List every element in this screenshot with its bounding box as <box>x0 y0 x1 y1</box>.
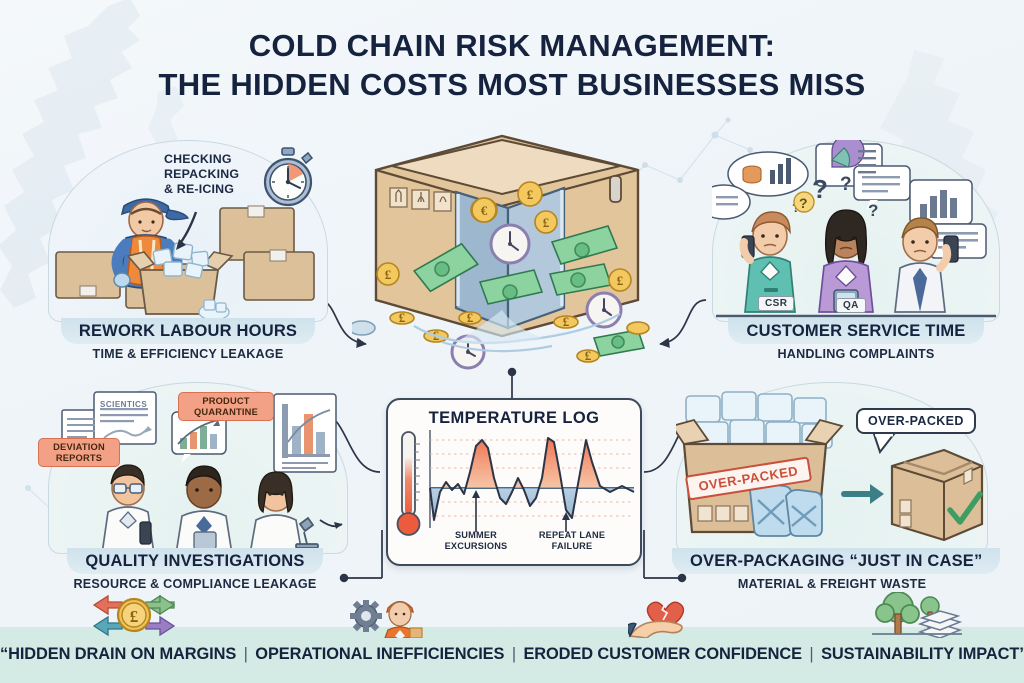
bubble-over-packed-label: OVER-PACKED <box>868 414 964 428</box>
badge-qa: QA <box>836 298 866 313</box>
center-illustration: €££ ££ £££ ££ <box>348 122 662 372</box>
customer-service-scene-illustration: ? ? ? ? ? <box>712 140 996 318</box>
caption-rework-labour-hours: REWORK LABOUR HOURS TIME & EFFICIENCY LE… <box>48 318 328 361</box>
panel-customer-service-time: ? ? ? ? ? <box>712 140 1000 322</box>
bubble-tail-icon <box>872 434 896 454</box>
pound-coin-arrows-icon: £ <box>88 592 176 637</box>
banner-item-3: ERODED CUSTOMER CONFIDENCE <box>523 645 802 663</box>
rework-scene-illustration <box>55 198 315 321</box>
svg-text:?: ? <box>799 195 808 211</box>
temperature-log-chart <box>396 430 635 536</box>
rework-callout-line-2: REPACKING <box>164 166 240 181</box>
caption-over-packaging: OVER-PACKAGING “JUST IN CASE” MATERIAL &… <box>672 548 1001 591</box>
title-line-1: COLD CHAIN RISK MANAGEMENT: <box>248 28 776 63</box>
caption-subheading: TIME & EFFICIENCY LEAKAGE <box>92 347 284 361</box>
banner-separator-2: | <box>511 645 516 663</box>
banner-item-2: OPERATIONAL INEFFICIENCIES <box>255 645 505 663</box>
panel-quality-investigations: DEVIATION REPORTS PRODUCT QUARANTINE SCI… <box>38 382 348 554</box>
panel-over-packaging: OVER-PACKED OVER-PACKED <box>676 382 988 554</box>
caption-heading: OVER-PACKAGING “JUST IN CASE” <box>672 548 1001 574</box>
svg-text:£: £ <box>617 273 624 288</box>
caption-heading: REWORK LABOUR HOURS <box>60 318 316 344</box>
svg-text:£: £ <box>399 310 406 325</box>
caption-quality-investigations: QUALITY INVESTIGATIONS RESOURCE & COMPLI… <box>40 548 350 591</box>
annotation-repeat-line-1: REPEAT LANE <box>538 530 606 540</box>
tag-product-quarantine-label: PRODUCT QUARANTINE <box>194 396 258 417</box>
banner-separator-3: | <box>809 645 814 663</box>
panel-rework-labour-hours: CHECKING REPACKING & RE-ICING <box>48 140 328 322</box>
tag-product-quarantine: PRODUCT QUARANTINE <box>178 392 274 422</box>
badge-csr: CSR <box>758 296 795 311</box>
banner-separator-1: | <box>243 645 248 663</box>
caption-heading: CUSTOMER SERVICE TIME <box>728 318 984 344</box>
svg-text:?: ? <box>840 174 852 195</box>
caption-heading: QUALITY INVESTIGATIONS <box>67 548 323 574</box>
worker-gear-icon <box>348 592 428 640</box>
broken-heart-hand-icon <box>625 592 708 639</box>
temperature-log-title: TEMPERATURE LOG <box>428 409 600 427</box>
svg-text:?: ? <box>812 174 828 204</box>
bottom-banner-background <box>0 627 1024 683</box>
thermometer-icon <box>396 431 421 536</box>
annotation-repeat-lane-failure: REPEAT LANE FAILURE <box>526 530 618 552</box>
banner-item-4: SUSTAINABILITY IMPACT” <box>821 645 1024 663</box>
svg-text:£: £ <box>527 187 534 202</box>
svg-text:?: ? <box>868 201 878 220</box>
document-title-label: SCIENTICS <box>100 400 148 409</box>
tag-deviation-reports-label: DEVIATION REPORTS <box>53 442 105 463</box>
bubble-over-packed: OVER-PACKED <box>856 408 976 434</box>
svg-text:£: £ <box>585 348 592 363</box>
annotation-summer-excursions: SUMMER EXCURSIONS <box>436 530 516 552</box>
annotation-summer-line-2: EXCURSIONS <box>444 540 508 551</box>
svg-text:£: £ <box>130 607 139 626</box>
tag-deviation-reports: DEVIATION REPORTS <box>38 438 120 468</box>
rework-callout-line-3: & RE-ICING <box>164 181 235 196</box>
stopwatch-icon <box>263 147 314 207</box>
annotation-summer-line-1: SUMMER <box>454 530 498 540</box>
rework-callout: CHECKING REPACKING & RE-ICING <box>164 152 239 197</box>
svg-text:£: £ <box>563 314 570 329</box>
caption-subheading: MATERIAL & FREIGHT WASTE <box>737 577 927 591</box>
caption-customer-service-time: CUSTOMER SERVICE TIME HANDLING COMPLAINT… <box>712 318 1000 361</box>
svg-text:€: € <box>481 203 488 218</box>
caption-subheading: HANDLING COMPLAINTS <box>777 347 935 361</box>
bottom-banner-text: “HIDDEN DRAIN ON MARGINS | OPERATIONAL I… <box>0 645 1024 664</box>
temperature-log-card: TEMPERATURE LOG <box>386 398 642 566</box>
page-title: COLD CHAIN RISK MANAGEMENT: THE HIDDEN C… <box>0 26 1024 105</box>
caption-subheading: RESOURCE & COMPLIANCE LEAKAGE <box>73 577 317 591</box>
banner-item-1: “HIDDEN DRAIN ON MARGINS <box>0 645 237 663</box>
svg-text:£: £ <box>385 267 392 282</box>
leaking-cold-box-icon: €££ ££ £££ ££ <box>348 134 650 370</box>
title-line-2: THE HIDDEN COSTS MOST BUSINESSES MISS <box>158 67 866 103</box>
svg-text:£: £ <box>543 215 550 230</box>
rework-callout-line-1: CHECKING <box>164 152 232 166</box>
quality-investigations-scene-illustration <box>61 391 343 554</box>
over-packaging-scene-illustration <box>676 391 984 542</box>
svg-text:£: £ <box>467 310 474 325</box>
tree-paper-icon <box>872 591 963 639</box>
annotation-repeat-line-2: FAILURE <box>551 540 593 551</box>
